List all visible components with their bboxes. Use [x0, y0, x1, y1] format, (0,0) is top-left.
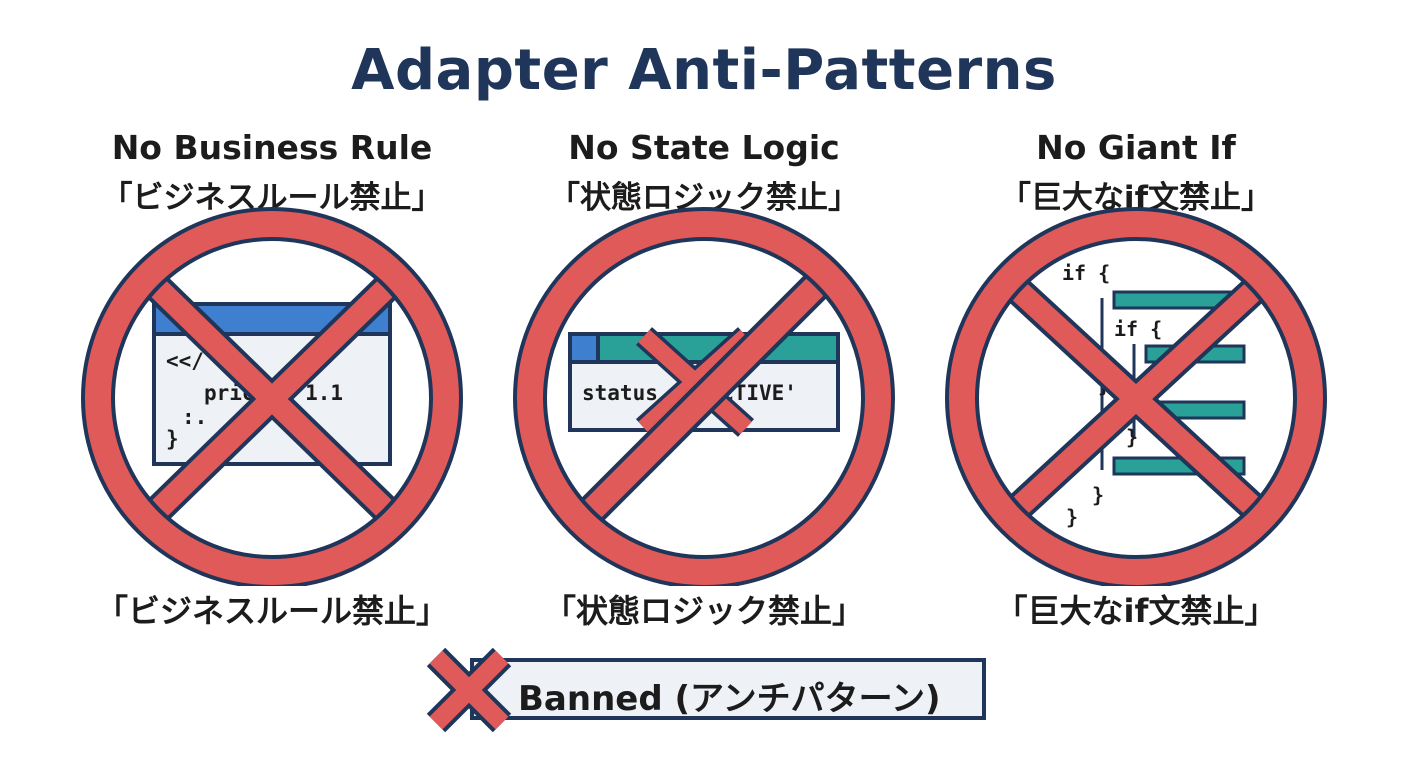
code-line: if { — [1114, 317, 1162, 341]
code-line: } — [166, 427, 179, 451]
legend: Banned (アンチパターン) — [418, 645, 993, 735]
ban-circle-icon — [81, 207, 463, 586]
panel-heading-en: No Business Rule — [111, 128, 433, 167]
ban-cross-icon — [1009, 280, 1263, 518]
prohibition-icon: if { if { } e { } } } — [945, 207, 1327, 586]
panel-heading-en: No State Logic — [568, 128, 840, 167]
ban-cross-icon — [138, 268, 406, 530]
cross-icon — [426, 647, 512, 733]
code-line: } — [1092, 483, 1104, 507]
prohibition-icon: status = 'ACTIVE' — [513, 207, 895, 586]
legend-label: Banned (アンチパターン) — [518, 679, 941, 719]
code-line: <</ — [166, 349, 204, 373]
panel-footer-ja: 「ビジネスルール禁止」 — [95, 592, 448, 630]
prohibition-icon: <</ price * 1.1 :. } — [81, 207, 463, 586]
legend-box — [470, 658, 986, 720]
panel-heading-en: No Giant If — [1036, 128, 1236, 167]
ban-circle-icon — [513, 207, 895, 586]
ban-circle-icon — [945, 207, 1327, 586]
panel-no-giant-if: No Giant If 「巨大なif文禁止」 if { if { } e { }… — [926, 128, 1346, 638]
code-line: } — [1126, 425, 1138, 449]
panel-no-business-rule: No Business Rule 「ビジネスルール禁止」 <</ price *… — [62, 128, 482, 638]
panel-footer-ja: 「巨大なif文禁止」 — [995, 592, 1277, 630]
panel-no-state-logic: No State Logic 「状態ロジック禁止」 status = 'ACTI… — [494, 128, 914, 638]
code-line: :. — [182, 405, 207, 429]
panel-footer-ja: 「状態ロジック禁止」 — [543, 592, 864, 630]
code-line: if { — [1062, 261, 1110, 285]
page-title: Adapter Anti-Patterns — [351, 38, 1057, 103]
code-line: } — [1066, 505, 1078, 529]
